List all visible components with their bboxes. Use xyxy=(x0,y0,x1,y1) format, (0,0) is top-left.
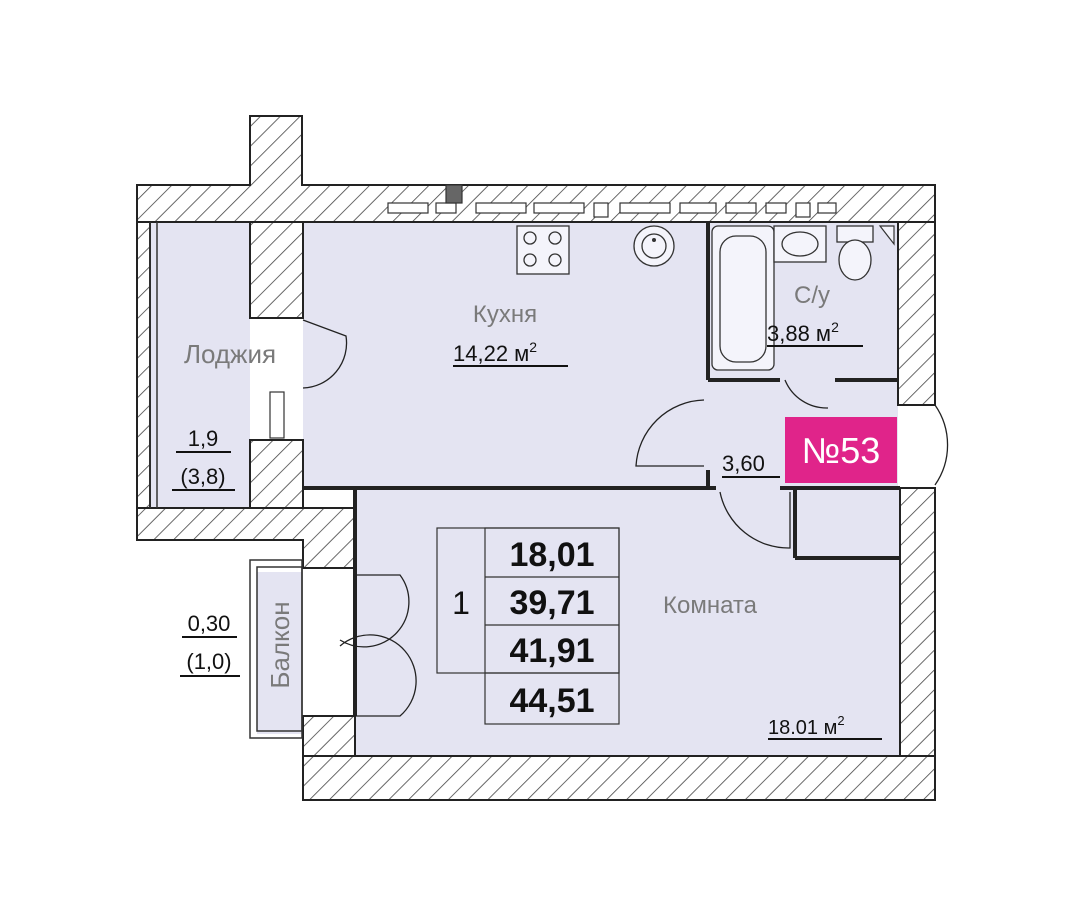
summary-living-area: 18,01 xyxy=(509,536,594,574)
living-door xyxy=(719,491,791,549)
kitchen-fixtures xyxy=(516,225,675,275)
right-wall-lower xyxy=(899,487,936,757)
balcony-door-top xyxy=(339,574,410,648)
loggia-name: Лоджия xyxy=(184,339,276,369)
balcony-area: 0,30 xyxy=(188,611,231,636)
kitchen-name: Кухня xyxy=(473,301,537,328)
stove-icon xyxy=(516,225,570,275)
summary-area-with-loggia: 41,91 xyxy=(509,632,594,670)
balcony-area-total: (1,0) xyxy=(186,649,231,674)
summary-area-with-coeff: 44,51 xyxy=(509,682,594,720)
riser-icon xyxy=(878,225,895,246)
balcony-name: Балкон xyxy=(265,601,295,688)
loggia-area-total: (3,8) xyxy=(180,464,225,489)
apartment-number-badge: №53 xyxy=(785,417,897,483)
loggia-window xyxy=(149,222,158,508)
left-wall-upper xyxy=(249,221,304,319)
loggia-floor xyxy=(150,218,250,508)
hall-door-bath xyxy=(784,379,829,409)
left-wall-mid xyxy=(249,439,304,509)
right-wall-upper xyxy=(897,221,936,406)
hall-door-left xyxy=(635,399,705,467)
living-area: 18.01 м2 xyxy=(768,713,845,739)
bottom-wall xyxy=(302,755,936,801)
entry-door xyxy=(900,404,949,486)
kitchen-area: 14,22 м2 xyxy=(453,339,537,366)
apartment-number: №53 xyxy=(802,430,881,471)
summary-total-area: 39,71 xyxy=(509,584,594,622)
bathroom-fixtures xyxy=(711,225,895,371)
living-left-wall-lower xyxy=(302,715,356,757)
loggia-bottom-wall xyxy=(136,507,356,569)
balcony-outline xyxy=(249,559,303,739)
living-name: Комната xyxy=(663,592,758,619)
loggia-door xyxy=(302,319,348,389)
hall-area: 3,60 xyxy=(722,451,765,476)
loggia-left-wall xyxy=(136,221,151,509)
bathroom-area: 3,88 м2 xyxy=(767,319,839,346)
loggia-area: 1,9 xyxy=(188,426,219,451)
balcony-floor xyxy=(257,572,302,734)
balcony-door-bottom xyxy=(339,634,417,717)
partitions xyxy=(303,222,900,716)
doors xyxy=(269,319,949,717)
bathroom-name: С/у xyxy=(794,282,830,309)
walls xyxy=(136,115,936,801)
vent-grille xyxy=(387,184,837,218)
living-floor xyxy=(355,488,900,756)
summary-table: 1 18,01 39,71 41,91 44,51 xyxy=(436,527,620,725)
room-count: 1 xyxy=(452,585,470,621)
top-wall xyxy=(136,115,936,223)
loggia-door-sill xyxy=(269,391,285,439)
